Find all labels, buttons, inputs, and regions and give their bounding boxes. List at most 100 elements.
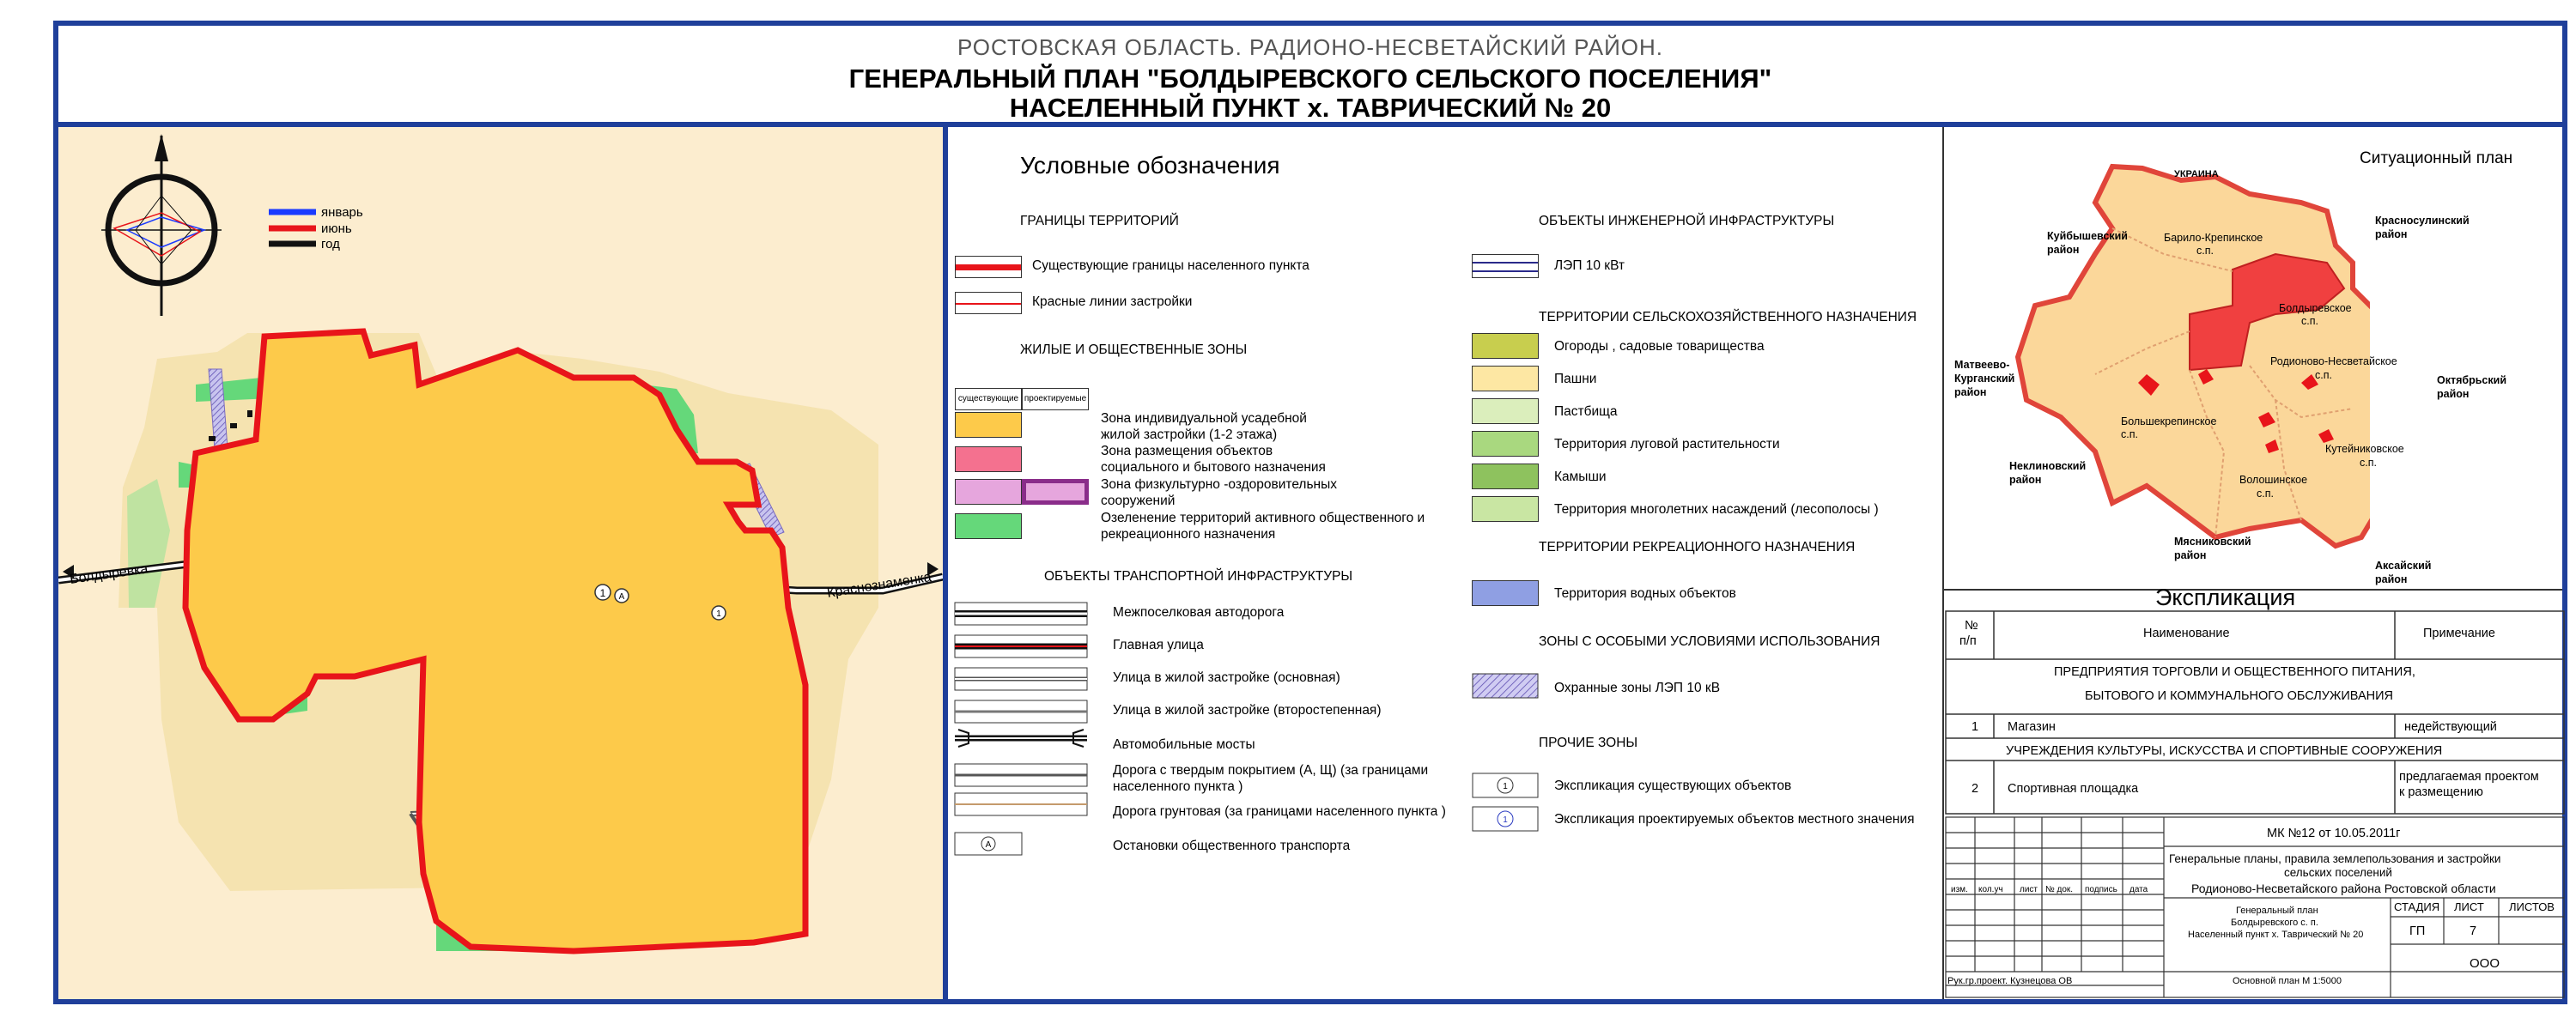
legend-spec-protection: Охранные зоны ЛЭП 10 кВ <box>1554 681 1721 695</box>
sp-barilo-1: Барило-Крепинское <box>2164 232 2263 244</box>
sp-kuteinik-1: Кутейниковское <box>2325 443 2404 455</box>
legend-boundary-existing: Существующие границы населенного пункта <box>1032 258 1309 273</box>
rayon-neklinov-2: район <box>2009 474 2042 486</box>
legend-agr-heading: ТЕРРИТОРИИ СЕЛЬСКОХОЗЯЙСТВЕННОГО НАЗНАЧЕ… <box>1539 310 1917 324</box>
header-separator <box>53 122 2567 127</box>
stamp-stage: ГП <box>2409 924 2426 938</box>
expl-col-no-2: п/п <box>1959 634 1977 648</box>
legend-agr-meadows: Территория луговой растительности <box>1554 437 1780 451</box>
legend-tr-bridges: Автомобильные мосты <box>1113 737 1255 752</box>
legend-agr-pastures: Пастбища <box>1554 404 1618 419</box>
sp-barilo-2: с.п. <box>2196 245 2214 257</box>
legend-zone-residential-1: Зона индивидуальной усадебной <box>1101 411 1307 426</box>
expl-row2-name: Спортивная площадка <box>2008 782 2139 796</box>
rayon-oktyabr-1: Октябрьский <box>2437 374 2507 386</box>
stamp-sheet: 7 <box>2470 924 2477 938</box>
legend-tr-street-secondary: Улица в жилой застройке (второстепенная) <box>1113 703 1382 718</box>
legend-zone-greenery-2: рекреационного назначения <box>1101 527 1276 542</box>
swatch-pastures <box>1472 398 1539 424</box>
stamp-col-date: дата <box>2129 885 2148 894</box>
stamp-bottom-2: Основной план М 1:5000 <box>2233 976 2342 986</box>
swatch-sport-planned <box>1022 479 1089 505</box>
map-legend-separator <box>943 127 948 999</box>
expl-row2-no: 2 <box>1971 782 1979 796</box>
expl-row2-note-1: предлагаемая проектом <box>2399 770 2539 784</box>
legend-agr-reeds: Камыши <box>1554 470 1607 484</box>
expl-col-no-1: № <box>1965 619 1978 633</box>
stamp-code: МК №12 от 10.05.2011г <box>2267 827 2401 840</box>
rayon-matveev-1: Матвеево- <box>1954 359 2010 371</box>
legend-rec-water: Территория водных объектов <box>1554 586 1736 601</box>
legend-zones-heading: ЖИЛЫЕ И ОБЩЕСТВЕННЫЕ ЗОНЫ <box>1020 342 1248 357</box>
stamp-col-doc: № док. <box>2045 885 2074 894</box>
swatch-plantations <box>1472 496 1539 522</box>
map-stop-label: А <box>619 592 625 602</box>
expl-group-1b: БЫТОВОГО И КОММУНАЛЬНОГО ОБСЛУЖИВАНИЯ <box>2085 689 2394 703</box>
expl-row1-note: недействующий <box>2404 720 2497 734</box>
drawing-frame <box>53 21 2567 1004</box>
col-existing: существующие <box>955 388 1022 410</box>
legend-rec-heading: ТЕРРИТОРИИ РЕКРЕАЦИОННОГО НАЗНАЧЕНИЯ <box>1539 540 1856 554</box>
legend-red-lines: Красные линии застройки <box>1032 294 1193 309</box>
expl-group-1a: ПРЕДПРИЯТИЯ ТОРГОВЛИ И ОБЩЕСТВЕННОГО ПИТ… <box>2054 665 2415 679</box>
other-sym-2: 1 <box>1503 815 1508 825</box>
stamp-col-sign: подпись <box>2085 885 2117 894</box>
stamp-sheets-header: ЛИСТОВ <box>2509 900 2555 913</box>
rayon-krasnosulin-2: район <box>2375 228 2408 240</box>
swatch-existing-boundary <box>955 256 1022 278</box>
stamp-desc-2: сельских поселений <box>2284 866 2392 879</box>
legend-zone-residential-2: жилой застройки (1-2 этажа) <box>1101 427 1278 442</box>
legend-transport-heading: ОБЪЕКТЫ ТРАНСПОРТНОЙ ИНФРАСТРУКТУРЫ <box>1044 569 1353 584</box>
legend-eng-lep: ЛЭП 10 кВт <box>1554 258 1625 273</box>
stamp-doc-3: Населенный пункт х. Таврический № 20 <box>2188 930 2364 940</box>
label-ukraine: УКРАИНА <box>2174 169 2219 179</box>
stamp-col-sheet: лист <box>2020 885 2038 894</box>
legend-tr-paved-2: населенного пункта ) <box>1113 779 1243 794</box>
stamp-desc-3: Родионово-Несветайского района Ростовско… <box>2191 882 2496 895</box>
legend-agr-plantations: Территория многолетних насаждений (лесоп… <box>1554 502 1879 517</box>
swatch-residential <box>955 412 1022 438</box>
other-sym-1: 1 <box>1503 782 1508 791</box>
sp-bolshekrep-2: с.п. <box>2121 428 2138 440</box>
sp-rodionovo-1: Родионово-Несветайское <box>2270 355 2397 367</box>
stamp-desc-1: Генеральные планы, правила землепользова… <box>2169 852 2501 865</box>
sp-boldyrev-2: с.п. <box>2301 315 2318 327</box>
rayon-krasnosulin-1: Красносулинский <box>2375 215 2470 227</box>
legend-other-planned: Экспликация проектируемых объектов местн… <box>1554 812 1915 827</box>
rayon-matveev-3: район <box>1954 386 1987 398</box>
rayon-matveev-2: Курганский <box>1954 373 2015 385</box>
map-object-1b-label: 1 <box>716 609 721 619</box>
legend-tr-main-street: Главная улица <box>1113 638 1204 652</box>
swatch-social <box>955 446 1022 472</box>
rayon-aksai-1: Аксайский <box>2375 560 2432 572</box>
legend-tr-street-main: Улица в жилой застройке (основная) <box>1113 670 1340 685</box>
rayon-kuibyshev-2: район <box>2047 244 2080 256</box>
sp-voloshin-2: с.п. <box>2257 488 2274 500</box>
legend-agr-arable: Пашни <box>1554 372 1597 386</box>
stamp-col-change: изм. <box>1951 885 1968 894</box>
legend-zone-greenery-1: Озеленение территорий активного обществе… <box>1101 511 1425 525</box>
stamp-sheet-header: ЛИСТ <box>2454 900 2484 913</box>
expl-group-2: УЧРЕЖДЕНИЯ КУЛЬТУРЫ, ИСКУССТВА И СПОРТИВ… <box>2006 744 2443 758</box>
swatch-protection-zone <box>1472 673 1539 699</box>
explication-title: Экспликация <box>2155 585 2296 610</box>
col-planned: проектируемые <box>1022 388 1089 410</box>
stamp-doc-1: Генеральный план <box>2236 906 2318 916</box>
situation-title: Ситуационный план <box>2360 149 2513 167</box>
legend-boundaries-heading: ГРАНИЦЫ ТЕРРИТОРИЙ <box>1020 214 1179 228</box>
legend-tr-interroad: Межпоселковая автодорога <box>1113 605 1285 620</box>
swatch-meadows <box>1472 431 1539 457</box>
swatch-lep <box>1472 254 1539 278</box>
swatch-arable <box>1472 366 1539 391</box>
legend-other-existing: Экспликация существующих объектов <box>1554 779 1792 793</box>
wind-rose-year: год <box>321 237 340 251</box>
rayon-aksai-2: район <box>2375 573 2408 585</box>
expl-row2-note-2: к размещению <box>2399 785 2483 799</box>
stop-symbol: А <box>986 840 992 850</box>
rayon-oktyabr-2: район <box>2437 388 2470 400</box>
explication-grid <box>1945 610 2565 815</box>
rayon-myasnikov-1: Мясниковский <box>2174 536 2251 548</box>
legend-tr-stops: Остановки общественного транспорта <box>1113 839 1351 853</box>
swatch-greenery <box>955 513 1022 539</box>
swatch-reeds <box>1472 464 1539 489</box>
